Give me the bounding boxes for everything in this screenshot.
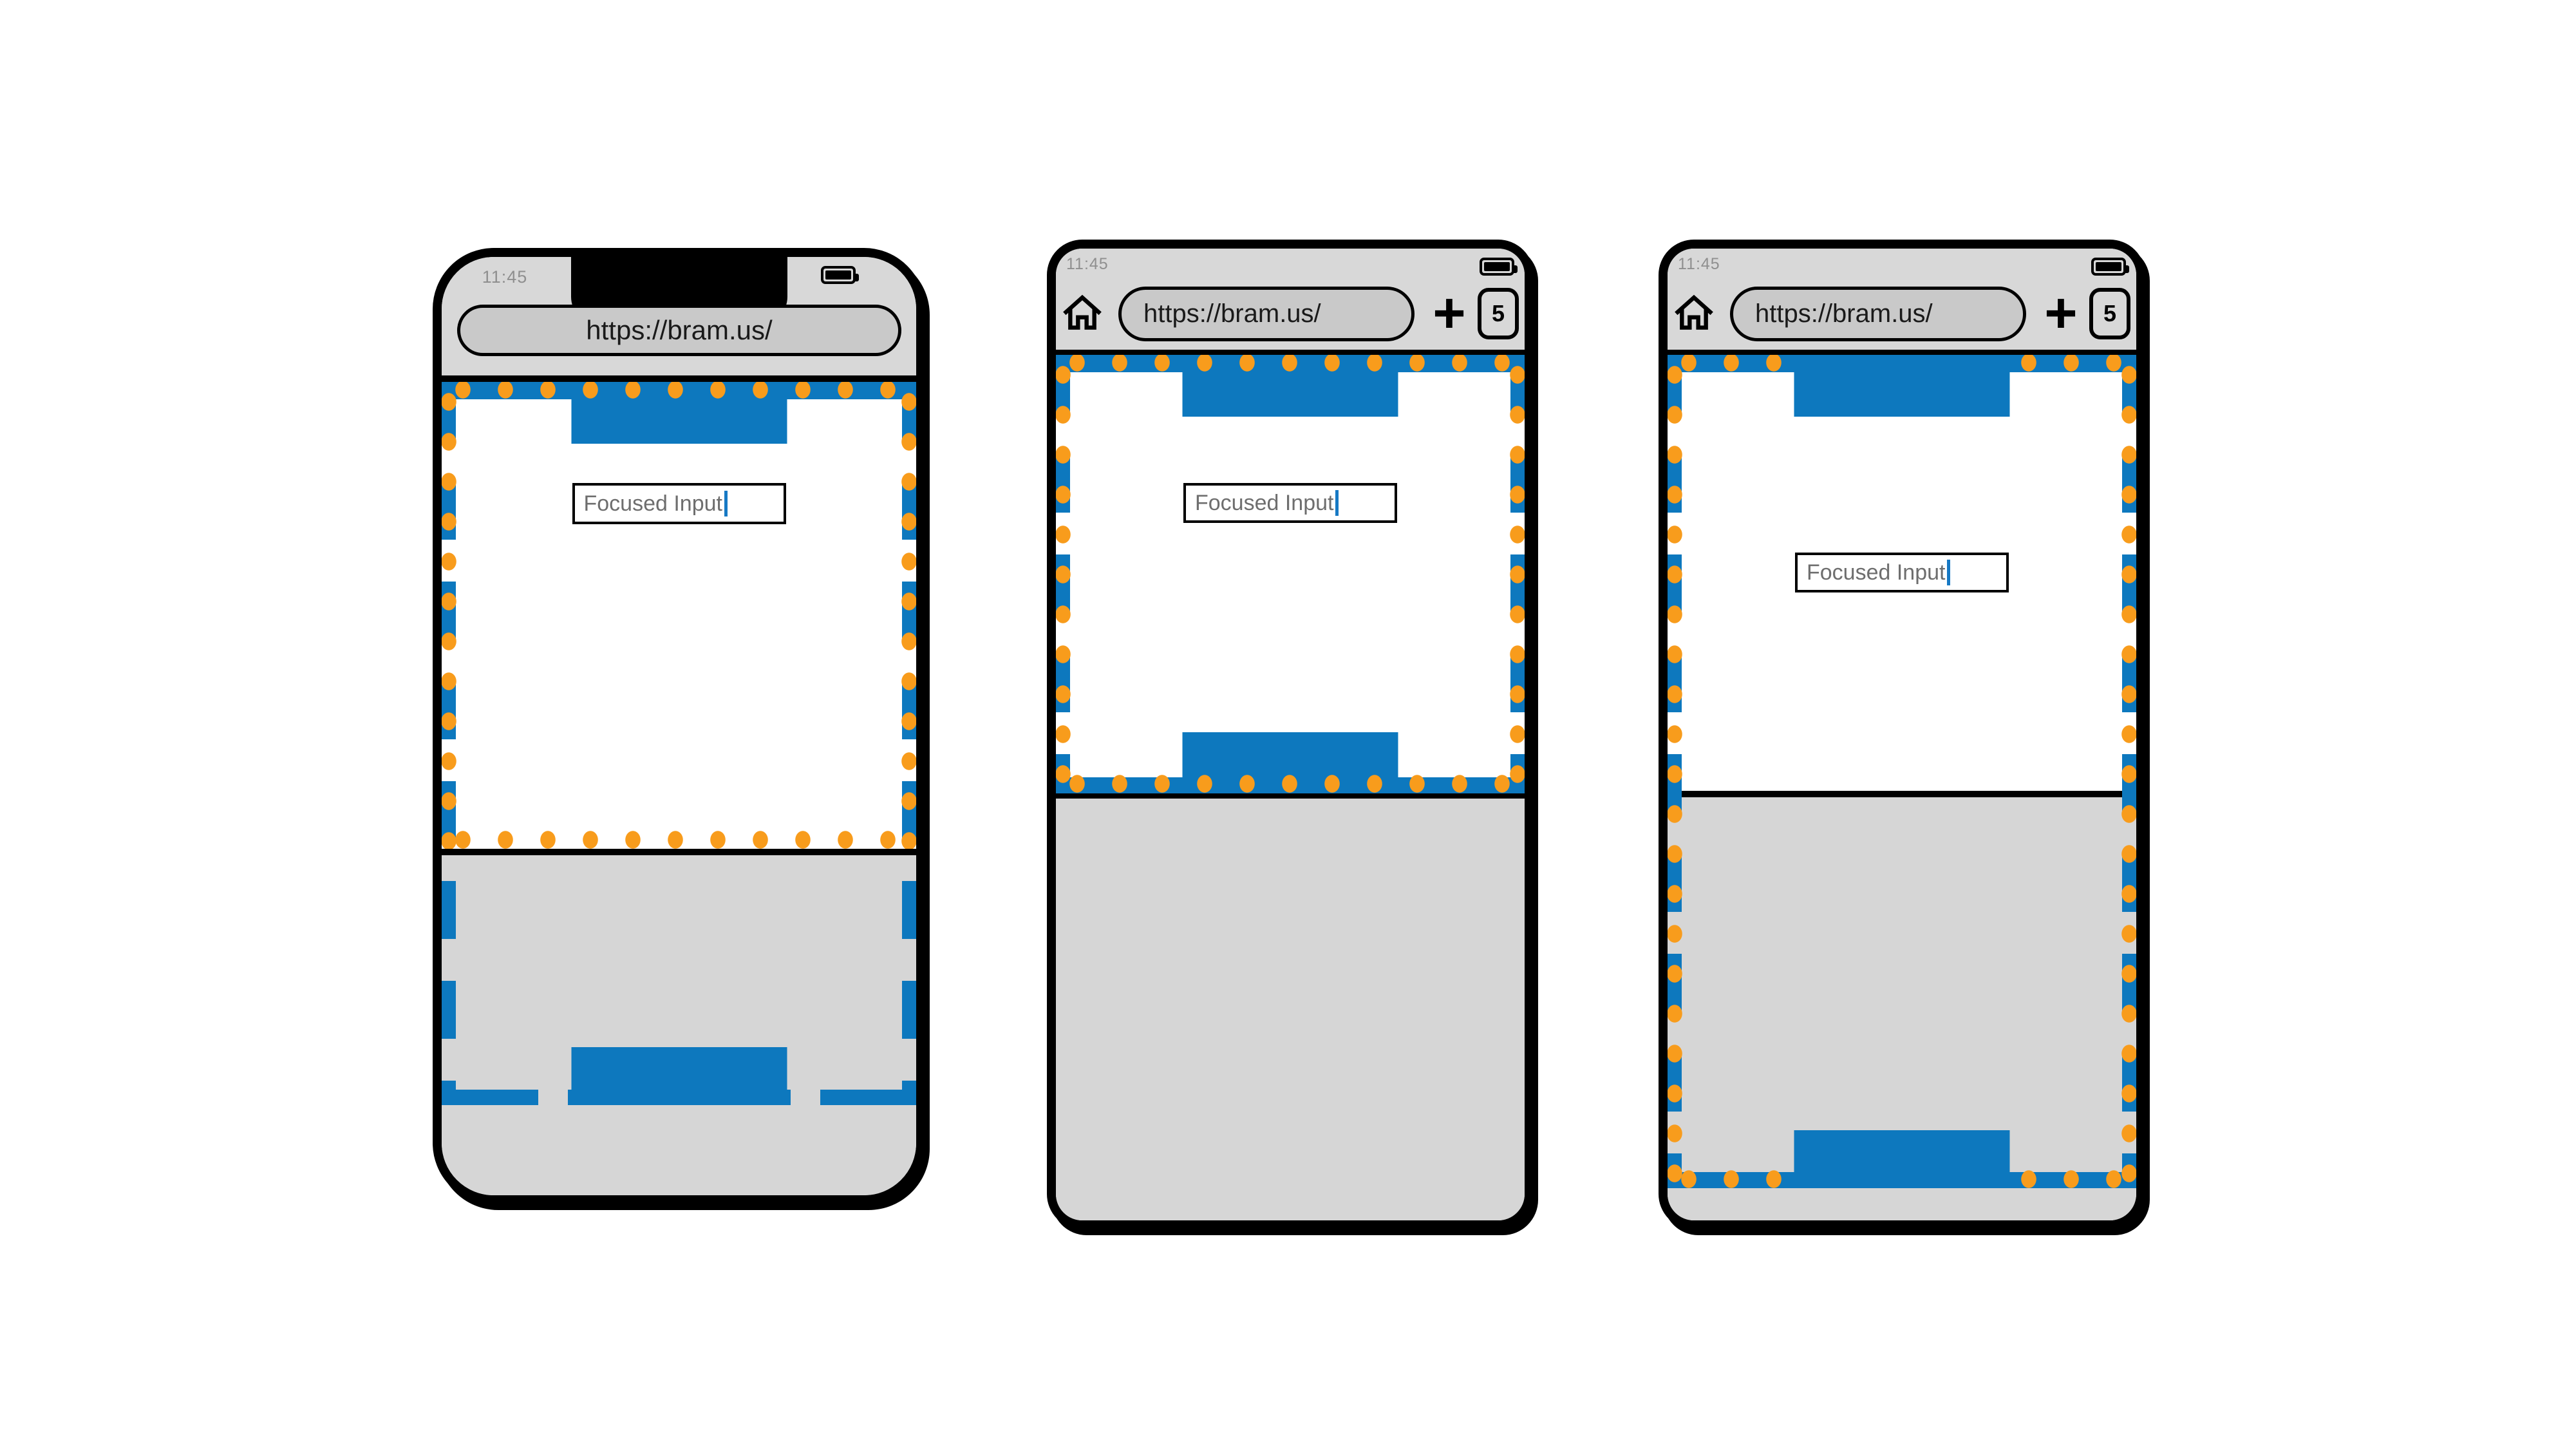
home-button[interactable] [1061, 292, 1104, 334]
battery-body [1480, 258, 1518, 276]
address-bar[interactable]: https://bram.us/ [1730, 287, 2026, 341]
plus-icon: + [1433, 280, 1466, 345]
address-bar[interactable]: https://bram.us/ [457, 305, 901, 356]
status-time: 11:45 [1066, 255, 1109, 273]
visual-viewport-dots-bottom [1056, 775, 1525, 793]
address-bar-url: https://bram.us/ [1755, 299, 1933, 328]
new-tab-button[interactable]: + [2036, 281, 2086, 345]
battery-body [2091, 258, 2129, 276]
battery-icon [2091, 258, 2129, 276]
visual-viewport-dots-right [1510, 355, 1525, 793]
battery-tip [2125, 265, 2129, 273]
home-icon [1675, 294, 1713, 330]
address-bar-url: https://bram.us/ [1143, 299, 1321, 328]
keyboard-top-edge [1668, 791, 2136, 797]
focused-text-input[interactable]: Focused Input [1183, 483, 1397, 523]
battery-body [821, 266, 859, 284]
chrome-divider [1668, 350, 2136, 355]
phone-mockup-android-1: Focused Input 11:45 https://bram.us/ + 5 [1047, 240, 1534, 1229]
visual-viewport-dots-left [442, 382, 456, 849]
status-time: 11:45 [482, 267, 528, 287]
new-tab-button[interactable]: + [1424, 281, 1474, 345]
chrome-divider [1056, 350, 1525, 355]
tab-counter-button[interactable]: 5 [2089, 288, 2130, 339]
text-caret-icon [1335, 490, 1339, 516]
visual-viewport-dots-bottom [442, 831, 916, 849]
visual-viewport-dots-left [1668, 355, 1682, 1188]
input-value: Focused Input [1807, 560, 1946, 585]
phone-mockup-android-2: Focused Input 11:45 https://bram.us/ + 5 [1659, 240, 2145, 1229]
address-bar-url: https://bram.us/ [586, 315, 773, 345]
battery-fill [825, 270, 851, 279]
visual-viewport-dots-top [1056, 354, 1525, 372]
input-value: Focused Input [1195, 490, 1334, 515]
focused-text-input[interactable]: Focused Input [572, 483, 786, 524]
status-time: 11:45 [1678, 255, 1720, 273]
plus-icon: + [2044, 280, 2078, 345]
battery-icon [821, 266, 859, 284]
home-button[interactable] [1673, 292, 1715, 334]
virtual-keyboard-area [1056, 799, 1525, 1220]
visual-viewport-dots-right [2121, 355, 2136, 1188]
fixed-footer-block [1794, 1130, 2010, 1188]
fixed-header-block [1794, 355, 2010, 417]
battery-tip [1513, 265, 1518, 273]
text-caret-icon [1947, 560, 1951, 585]
home-icon [1063, 294, 1102, 330]
visual-viewport-dots-right [901, 382, 916, 849]
battery-icon [1480, 258, 1518, 276]
phone-mockup-ios: Focused Input 11:45 https://bram.us/ [433, 248, 925, 1204]
tab-counter-button[interactable]: 5 [1478, 288, 1519, 339]
keyboard-top-edge [442, 849, 916, 855]
battery-fill [2096, 262, 2121, 271]
tab-count: 5 [2103, 300, 2117, 327]
focused-text-input[interactable]: Focused Input [1795, 553, 2009, 592]
input-value: Focused Input [583, 491, 722, 516]
battery-fill [1484, 262, 1510, 271]
address-bar[interactable]: https://bram.us/ [1118, 287, 1415, 341]
visual-viewport-dots-left [1056, 355, 1071, 793]
visual-viewport-dots-top [442, 381, 916, 399]
tab-count: 5 [1491, 300, 1505, 327]
fixed-footer-block [571, 1047, 787, 1105]
chrome-divider [442, 375, 916, 382]
keyboard-top-edge [1056, 792, 1525, 799]
virtual-keyboard-area [442, 855, 916, 1195]
battery-tip [854, 274, 859, 281]
text-caret-icon [724, 491, 728, 516]
